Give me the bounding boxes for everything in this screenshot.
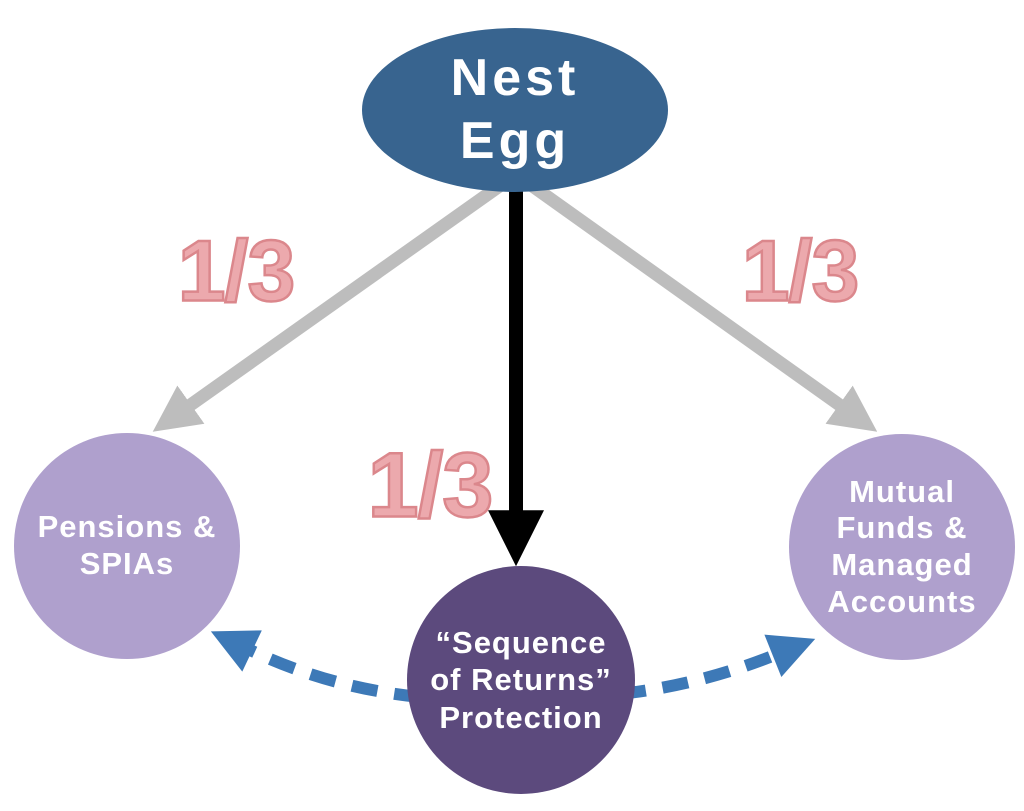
nest-egg-node: Nest Egg <box>362 28 668 192</box>
fraction-label-left: 1/3 <box>176 222 296 321</box>
mutual-label-line4: Accounts <box>827 583 977 619</box>
fraction-label-center: 1/3 <box>366 433 494 538</box>
dashed-arrow-right <box>619 634 816 700</box>
sequence-of-returns-node: “Sequence of Returns” Protection <box>407 566 635 794</box>
pensions-spias-node: Pensions & SPIAs <box>14 433 240 659</box>
gray-arrow-left <box>152 169 519 432</box>
sequence-label-line2: of Returns” <box>430 662 612 698</box>
gray-arrow-right <box>513 169 878 432</box>
sequence-label-line1: “Sequence <box>435 625 607 661</box>
dashed-arrow-left <box>210 630 421 703</box>
mutual-funds-node: Mutual Funds & Managed Accounts <box>789 434 1015 660</box>
pensions-label-line2: SPIAs <box>79 546 175 581</box>
nest-egg-label-line1: Nest <box>450 48 580 107</box>
fraction-label-right: 1/3 <box>740 222 860 321</box>
pensions-label-line1: Pensions & <box>37 509 217 545</box>
nest-egg-label-line2: Egg <box>459 112 571 170</box>
mutual-label-line2: Funds & <box>836 510 968 546</box>
mutual-label-line1: Mutual <box>849 473 955 509</box>
mutual-label-line3: Managed <box>831 547 973 582</box>
sequence-label-line3: Protection <box>439 699 603 735</box>
